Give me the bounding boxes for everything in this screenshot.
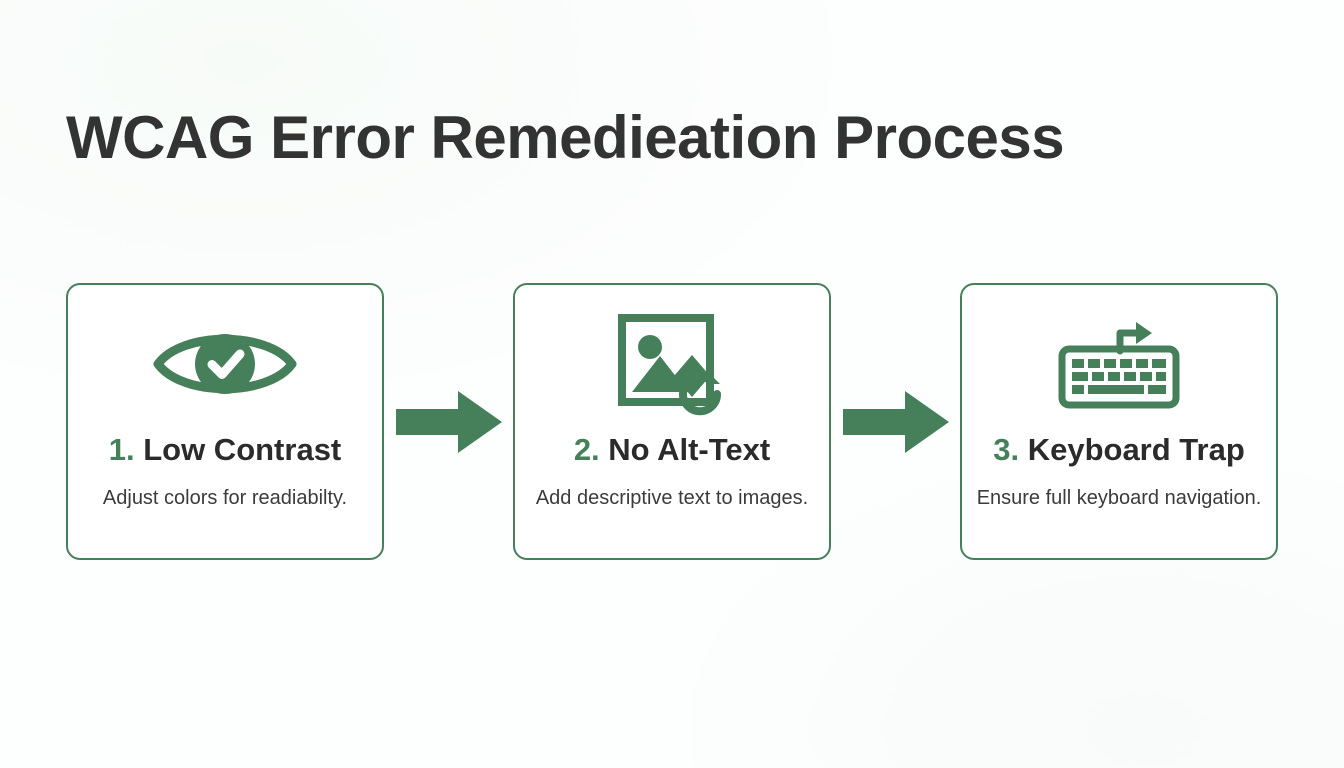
keyboard-escape-arrow-icon (962, 309, 1276, 419)
step-number: 2. (573, 432, 600, 467)
step-description: Adjust colors for readiabilty. (102, 487, 348, 509)
connector-arrow-2 (831, 390, 960, 453)
right-arrow-icon (395, 390, 502, 453)
step-title-text: No Alt-Text (608, 432, 771, 467)
step-title: 1. Low Contrast (68, 432, 382, 468)
page-title: WCAG Error Remedieation Process (66, 104, 1065, 171)
eye-check-icon (68, 309, 382, 419)
step-description: Ensure full keyboard navigation. (976, 487, 1262, 509)
image-refresh-icon (515, 309, 829, 419)
step-title: 2. No Alt-Text (515, 432, 829, 468)
step-card-keyboard-trap[interactable]: 3. Keyboard Trap Ensure full keyboard na… (960, 283, 1278, 560)
step-title-text: Low Contrast (143, 432, 342, 467)
step-card-no-alt-text[interactable]: 2. No Alt-Text Add descriptive text to i… (513, 283, 831, 560)
step-title: 3. Keyboard Trap (962, 432, 1276, 468)
right-arrow-icon (842, 390, 949, 453)
connector-arrow-1 (384, 390, 513, 453)
step-description: Add descriptive text to images. (535, 487, 809, 509)
step-title-text: Keyboard Trap (1027, 432, 1245, 467)
process-flow: 1. Low Contrast Adjust colors for readia… (0, 281, 1344, 562)
step-number: 3. (993, 432, 1020, 467)
step-number: 1. (108, 432, 135, 467)
step-card-low-contrast[interactable]: 1. Low Contrast Adjust colors for readia… (66, 283, 384, 560)
